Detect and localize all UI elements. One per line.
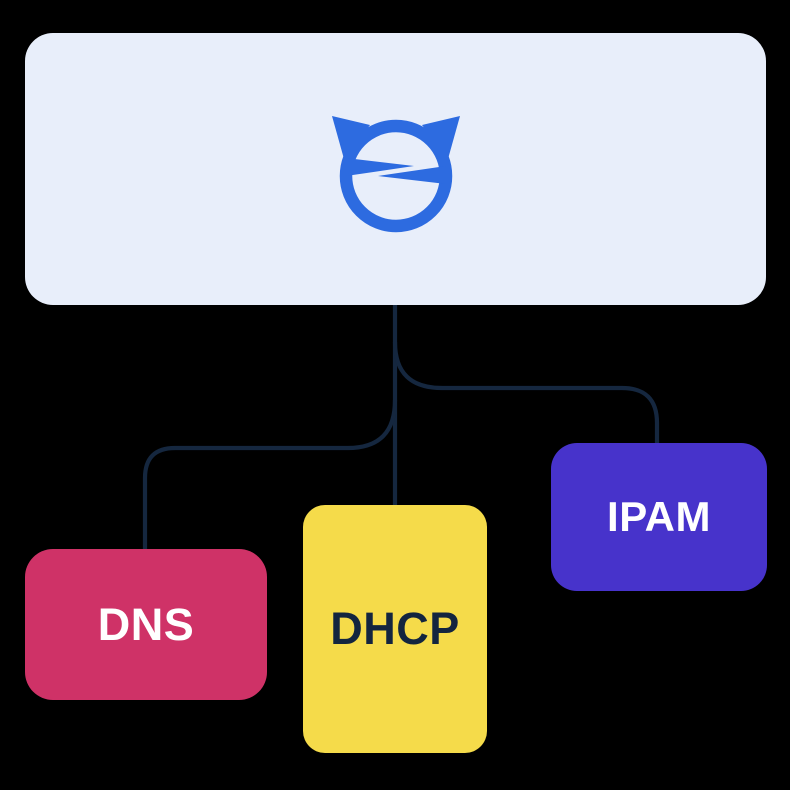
node-dhcp-label: DHCP <box>330 603 460 654</box>
bluecat-logo-icon <box>331 115 460 232</box>
logo-left-eye-wedge <box>345 157 414 176</box>
node-ipam-label: IPAM <box>607 493 711 540</box>
connector-root-ipam <box>392 341 660 445</box>
connector-root-dns <box>142 399 398 551</box>
logo-left-ear <box>331 115 370 159</box>
platform-box <box>25 33 766 305</box>
node-dns-label: DNS <box>97 598 195 650</box>
node-dhcp: DHCP <box>303 505 487 753</box>
node-ipam: IPAM <box>551 443 767 591</box>
logo-right-ear <box>421 115 460 159</box>
node-dns: DNS <box>25 549 267 700</box>
logo-right-eye-wedge <box>377 165 446 184</box>
